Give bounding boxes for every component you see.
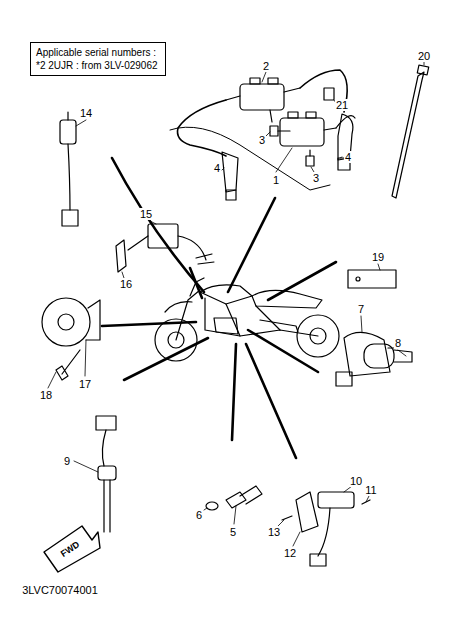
bolt — [56, 350, 80, 380]
fwd-mark: FWD — [57, 538, 82, 561]
callout-number: 2 — [262, 60, 270, 72]
relay — [116, 224, 214, 272]
cable-band — [392, 72, 424, 198]
callout-number: 6 — [195, 509, 203, 521]
note-heading: Applicable serial numbers : — [36, 46, 160, 59]
ignition-coil — [226, 78, 300, 122]
group-leaders — [102, 158, 336, 458]
callout-number: 17 — [78, 378, 92, 390]
callout-number: 19 — [371, 251, 385, 263]
callout-number: 10 — [349, 475, 363, 487]
neutral-switch — [96, 416, 116, 532]
callout-number: 11 — [364, 484, 377, 496]
callout-number: 8 — [394, 337, 402, 349]
note-body: *2 2UJR : from 3LV-029062 — [36, 59, 160, 72]
ignition-coil — [280, 112, 336, 146]
switch — [60, 112, 78, 226]
drawing-code: 3LVC70074001 — [21, 584, 99, 596]
sensor — [282, 492, 370, 566]
fwd-icon — [44, 526, 100, 572]
callout-leaders — [48, 62, 424, 546]
callout-number: 14 — [79, 107, 93, 119]
callout-number: 7 — [357, 303, 365, 315]
callout-number: 3 — [258, 134, 266, 146]
callout-number: 15 — [139, 208, 153, 220]
main-switch — [336, 332, 412, 386]
washer — [206, 502, 218, 510]
spacer — [324, 88, 334, 100]
callout-number: 21 — [335, 99, 349, 111]
callout-number: 4 — [344, 151, 352, 163]
horn — [42, 298, 100, 346]
note-box: Applicable serial numbers :*2 2UJR : fro… — [30, 42, 166, 76]
bolt — [226, 486, 262, 508]
callout-number: 3 — [312, 172, 320, 184]
callout-number: 4 — [213, 162, 221, 174]
callout-number: 16 — [119, 278, 133, 290]
callout-number: 9 — [63, 455, 71, 467]
callout-number: 20 — [417, 50, 431, 62]
callout-number: 13 — [267, 526, 281, 538]
callout-number: 18 — [39, 389, 53, 401]
plug-cap — [222, 114, 353, 200]
callout-number: 1 — [272, 174, 280, 186]
bolt — [270, 126, 314, 166]
callout-number: 12 — [283, 547, 297, 559]
reflector — [348, 270, 396, 288]
callout-number: 5 — [229, 526, 237, 538]
